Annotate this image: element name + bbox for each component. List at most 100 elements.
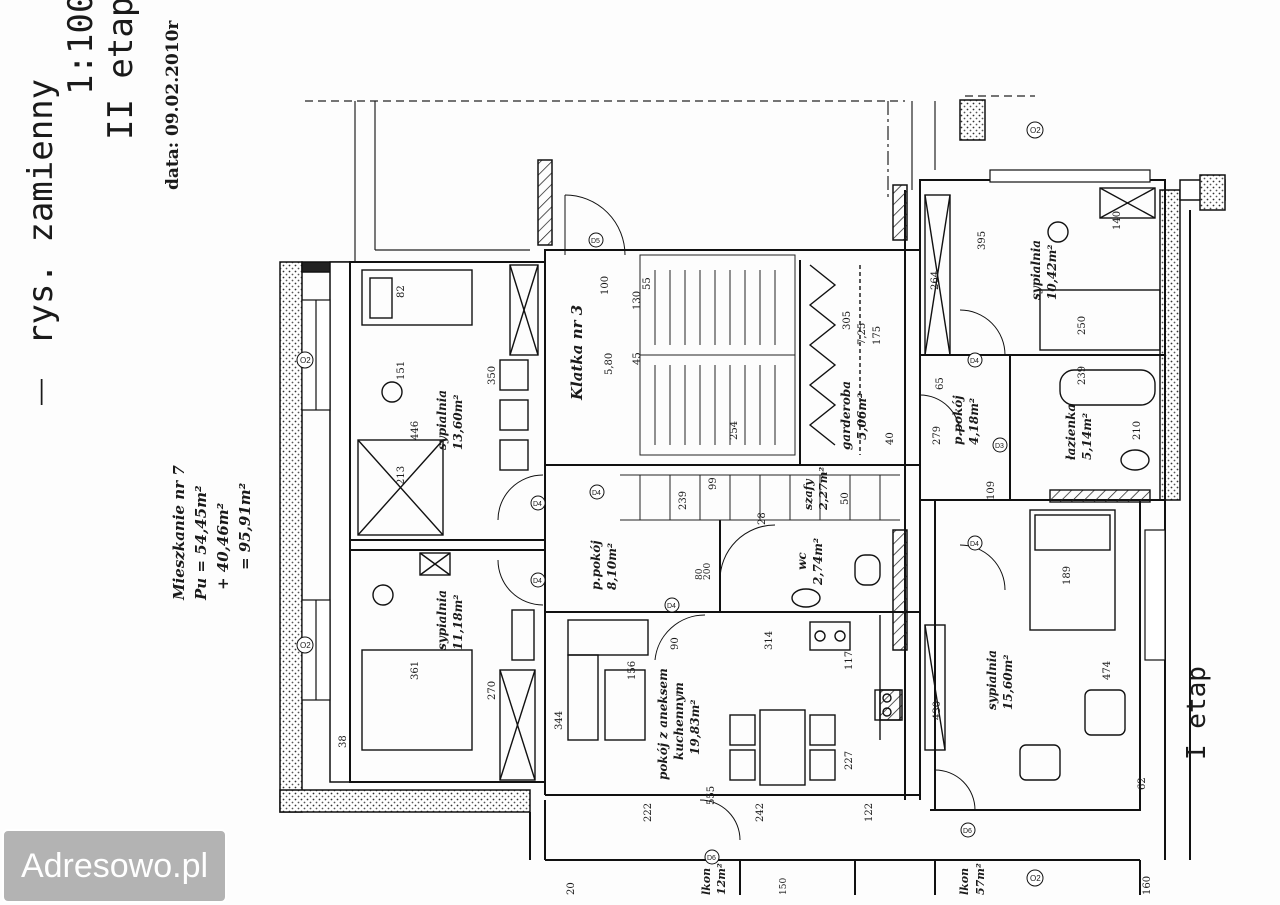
dim: 99 bbox=[708, 477, 719, 490]
dim: 65 bbox=[935, 377, 946, 390]
door-tag: D4 bbox=[533, 578, 542, 585]
dim: 270 bbox=[487, 681, 498, 700]
window-tag: O2 bbox=[300, 641, 311, 650]
dim: 446 bbox=[410, 421, 421, 440]
dim: 210 bbox=[1132, 421, 1143, 440]
dim: 222 bbox=[643, 803, 654, 822]
room-wc-area: 2,74m² bbox=[811, 538, 825, 586]
window-tag: O2 bbox=[300, 356, 311, 365]
adresowo-watermark: Adresowo.pl bbox=[2, 829, 227, 903]
dim: 55 bbox=[642, 277, 653, 290]
dim: 20 bbox=[566, 882, 577, 895]
bed-3 bbox=[1039, 289, 1161, 351]
dim: 150 bbox=[779, 878, 789, 895]
interior-walls bbox=[349, 179, 1191, 895]
dim: 140 bbox=[1112, 211, 1123, 230]
room-lazienka-area: 5,14m² bbox=[1080, 413, 1094, 460]
dim: 555 bbox=[706, 786, 717, 805]
room-ppokoj-1-area: 8,10m² bbox=[605, 543, 619, 590]
room-salon-name-2: kuchennym bbox=[672, 682, 686, 760]
side-stage-label: I etap bbox=[1182, 666, 1212, 760]
room-sypialnia-1-area: 13,60m² bbox=[451, 394, 465, 450]
dim: 314 bbox=[764, 631, 775, 650]
apartment-title: Mieszkanie nr 7 bbox=[170, 465, 188, 601]
room-szafy-name: szafy bbox=[802, 478, 815, 510]
door-tag: D4 bbox=[970, 541, 979, 548]
room-salon-name: pokój z aneksem bbox=[656, 668, 670, 780]
dim: 38 bbox=[338, 735, 349, 748]
room-wc-name: wc bbox=[795, 552, 809, 570]
window-tag: O2 bbox=[1030, 126, 1041, 135]
door-tags: D5 D4 D4 D4 D4 D3 D4 D4 D6 D6 bbox=[530, 232, 1008, 865]
window-tags: O2 O2 O2 O2 bbox=[296, 121, 1044, 887]
door-tag: D6 bbox=[707, 855, 716, 862]
dimension-labels: 446 350 213 151 82 361 270 344 38 100 13… bbox=[338, 211, 1153, 895]
bed-2 bbox=[361, 649, 473, 751]
dim: 250 bbox=[1077, 316, 1088, 335]
dim: 361 bbox=[410, 661, 421, 680]
bathtub bbox=[1059, 369, 1156, 406]
dining-table bbox=[759, 709, 806, 786]
room-garderoba-area: 5,06m² bbox=[855, 393, 869, 440]
room-sypialnia-4-area: 15,60m² bbox=[1001, 654, 1015, 710]
dim: 122 bbox=[864, 803, 875, 822]
wardrobe-rail bbox=[808, 264, 861, 455]
dim: 175 bbox=[872, 326, 883, 345]
dim: 213 bbox=[396, 466, 407, 485]
room-salon-area: 19,83m² bbox=[688, 699, 702, 755]
room-ppokoj-1-name: p.pokój bbox=[589, 540, 603, 590]
dim: 350 bbox=[487, 366, 498, 385]
dim: 160 bbox=[1142, 876, 1153, 895]
dash-mark: — bbox=[24, 379, 54, 405]
dim: 5,80 bbox=[604, 353, 615, 375]
apartment-pu: Pu = 54,45m² bbox=[192, 485, 210, 601]
dim: 264 bbox=[930, 271, 941, 290]
ventilation-shafts bbox=[537, 159, 908, 721]
drawing-date: data: 09.02.2010r bbox=[163, 20, 183, 190]
dim: 344 bbox=[554, 711, 565, 730]
furniture bbox=[357, 187, 1161, 786]
window-tag: O2 bbox=[1030, 874, 1041, 883]
dim: 62 bbox=[1137, 777, 1148, 790]
room-garderoba-name: garderoba bbox=[839, 381, 853, 450]
dim: 90 bbox=[670, 637, 681, 650]
room-labels: Klatka nr 3 sypialnia 13,60m² sypialnia … bbox=[435, 240, 1212, 895]
apartment-total: = 95,91m² bbox=[236, 482, 254, 570]
header-block: — rys. zamienny 1:100 II etap data: 09.0… bbox=[21, 0, 183, 405]
door-tag: D4 bbox=[533, 501, 542, 508]
dim: 242 bbox=[755, 803, 766, 822]
dim: 189 bbox=[1062, 566, 1073, 585]
dim: 254 bbox=[729, 421, 740, 440]
room-sypialnia-1-name: sypialnia bbox=[435, 390, 449, 450]
dim: 200 bbox=[703, 563, 713, 580]
dim: 130 bbox=[632, 291, 643, 310]
room-ppokoj-2-area: 4,18m² bbox=[967, 398, 981, 445]
dim: 100 bbox=[600, 276, 611, 295]
balkon-2-name: lkon bbox=[958, 868, 971, 895]
room-sypialnia-4-name: sypialnia bbox=[985, 650, 999, 710]
room-sypialnia-2-area: 11,18m² bbox=[451, 594, 465, 650]
apartment-plus: + 40,46m² bbox=[214, 502, 232, 590]
dim: 474 bbox=[1102, 661, 1113, 680]
drawing-stage: II etap bbox=[101, 0, 141, 140]
room-sypialnia-3-name: sypialnia bbox=[1029, 240, 1043, 300]
dim: 239 bbox=[678, 491, 689, 510]
apartment-summary: Mieszkanie nr 7 Pu = 54,45m² + 40,46m² =… bbox=[170, 465, 254, 601]
dim: 227 bbox=[844, 751, 855, 770]
dim: 40 bbox=[885, 432, 896, 445]
dim: 45 bbox=[632, 352, 643, 365]
bed-4 bbox=[1029, 509, 1116, 631]
sofa-back bbox=[567, 619, 649, 656]
balkon-1-name: lkon bbox=[700, 868, 713, 895]
room-klatka: Klatka nr 3 bbox=[568, 305, 586, 401]
door-tag: D4 bbox=[667, 603, 676, 610]
dim: 80 bbox=[695, 568, 705, 580]
bed-1 bbox=[361, 269, 473, 326]
balkon-1-area: 12m² bbox=[715, 863, 728, 895]
wc-bowl bbox=[854, 554, 881, 586]
dim: 239 bbox=[1077, 366, 1088, 385]
door-tag: D4 bbox=[592, 490, 601, 497]
room-ppokoj-2-name: p.pokój bbox=[951, 395, 965, 445]
dim: 305 bbox=[842, 311, 853, 330]
